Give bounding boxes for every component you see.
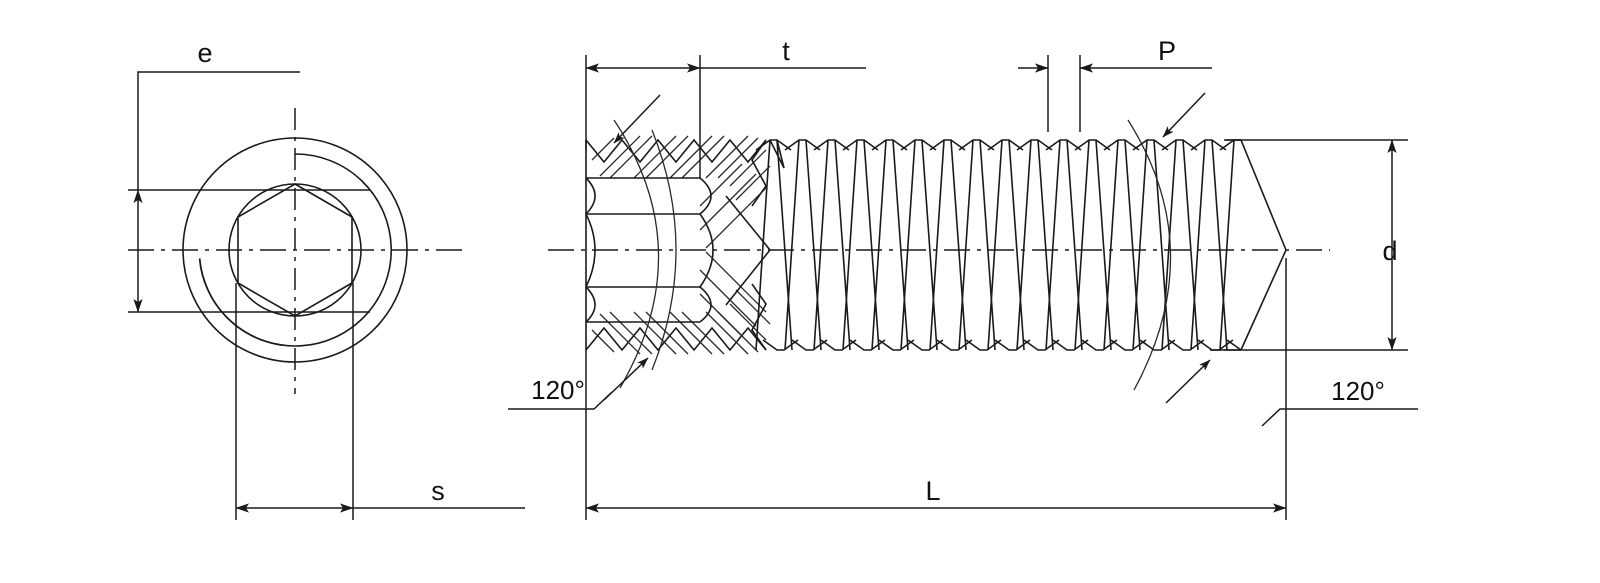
left-end-view: e s [128,38,525,520]
outer-body-circle [182,137,408,363]
dimension-s: s [235,283,525,520]
dimension-d: d [1210,139,1408,351]
cone-point-lower-flank [1240,249,1287,351]
angle-right-label: 120° [1331,376,1385,406]
angle-left-upper-leader [613,94,661,144]
annotation-angle-right: 120° [1127,92,1418,427]
dimension-e-label: e [197,38,212,68]
head-chamfer-circle-lower [198,258,284,347]
dimension-e-leader [137,71,300,190]
socket-corner-arc-mid [585,213,596,288]
thread-turns [755,139,1235,351]
dimension-L: L [585,258,1287,520]
angle-right-label-shelf [1261,408,1418,427]
thread-transition-upper [751,139,767,207]
socket-corner-arc-top [585,177,596,215]
thread-roots-bottom [762,339,1242,351]
angle-right-lower-leader [1165,359,1211,404]
angle-left-label-shelf [508,391,613,410]
external-thread [751,139,1242,351]
dimension-d-label: d [1382,236,1397,266]
cone-point-upper-flank [1240,139,1287,251]
dimension-t: t [585,36,866,178]
socket-bore-boundary-arc [651,129,677,371]
thread-crests-top [755,139,1241,151]
dimension-P-label: P [1158,36,1176,66]
socket-drill-point [725,195,772,306]
angle-left-arc [613,119,660,389]
socket-bottom-arc-top [699,177,712,215]
socket-bottom-arc-mid [699,213,714,288]
thread-transition-lower [751,283,767,351]
hexagon-socket [237,183,353,317]
angle-right-arc [1127,119,1172,391]
dimension-s-label: s [431,476,445,506]
socket-bottom-arc-bottom [699,286,712,323]
annotation-angle-left: 120° [508,94,661,410]
dimension-t-label: t [782,36,790,66]
dimension-L-label: L [925,476,940,506]
angle-right-upper-leader [1162,92,1206,138]
socket-corner-arc-bottom [585,286,596,323]
hex-socket-bore [585,177,772,323]
angle-left-label: 120° [531,375,585,405]
dimension-P: P [1018,36,1212,132]
dimension-e: e [128,38,370,313]
section-hatching [591,135,771,355]
side-section-view: 120° 120° t P [508,36,1418,520]
